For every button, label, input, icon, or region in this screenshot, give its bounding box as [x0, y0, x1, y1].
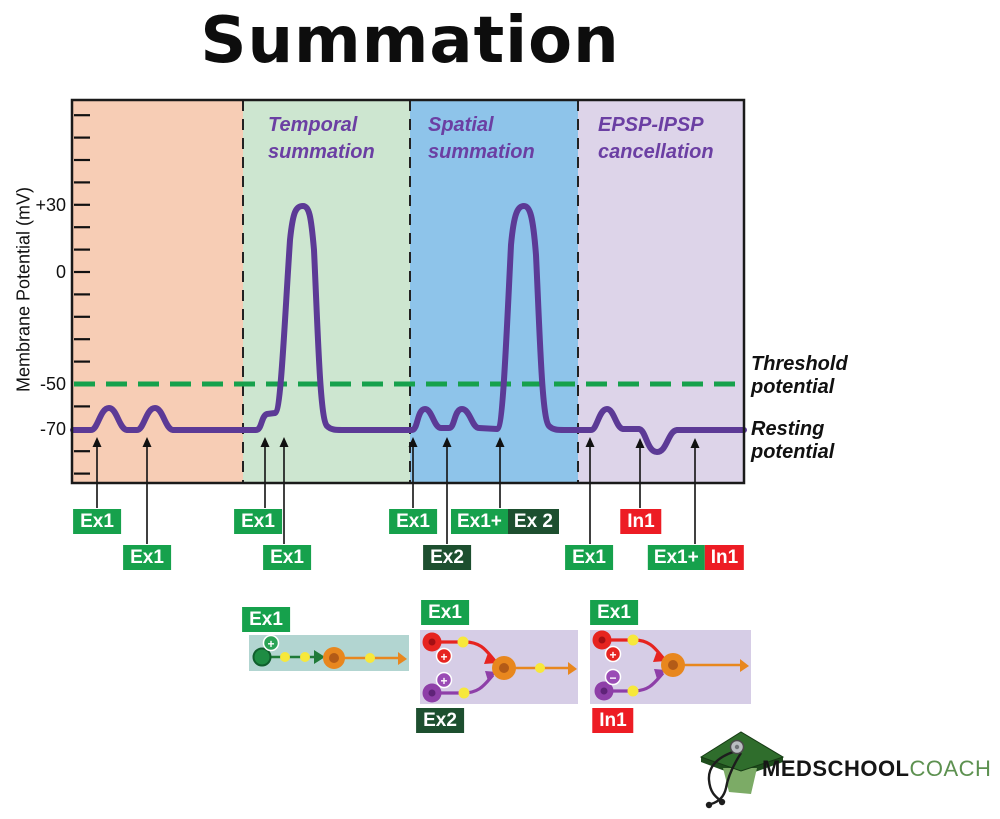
- plus-sign-icon: [435, 671, 453, 689]
- stimulus-badge: Ex2: [423, 545, 471, 570]
- neuron-panel-ex1: +: [249, 634, 409, 671]
- synapse-terminal: [314, 650, 325, 664]
- tick-label-minus70: -70: [39, 419, 66, 439]
- stimulus-badge: In1: [620, 509, 662, 534]
- neuron-panel-ex1-ex2: + +: [420, 630, 578, 704]
- resting-potential-label: Resting potential: [751, 418, 835, 463]
- page-title: Summation: [200, 4, 620, 78]
- stimulus-arrowhead: [495, 437, 505, 447]
- stimulus-badge: Ex1: [234, 509, 282, 534]
- medschoolcoach-logo-icon: [699, 731, 785, 809]
- axon-terminal: [740, 659, 749, 672]
- panel2-label-ex1: Ex1: [421, 600, 469, 625]
- medschoolcoach-wordmark: MEDSCHOOLCOACH: [762, 756, 992, 781]
- stimulus-arrowhead: [635, 438, 645, 448]
- stimulus-arrowhead: [442, 437, 452, 447]
- panel2-label-ex2: Ex2: [416, 708, 464, 733]
- svg-text:+: +: [609, 648, 616, 662]
- region-label-temporal: Temporal summation: [268, 114, 375, 163]
- chart-border: [70, 98, 746, 485]
- stimulus-arrowhead: [92, 437, 102, 447]
- svg-text:−: −: [609, 671, 616, 685]
- stimulus-badge-combined: Ex1+Ex 2: [451, 509, 559, 534]
- stimulus-arrowhead: [260, 437, 270, 447]
- plus-sign-icon: [604, 645, 622, 663]
- presynaptic-neuron-green: [252, 647, 272, 667]
- svg-text:+: +: [440, 650, 447, 664]
- svg-text:+: +: [267, 637, 274, 651]
- region-bg-cancellation: [578, 100, 744, 483]
- threshold-potential-label: Threshold potential: [751, 353, 848, 398]
- stimulus-arrowhead: [585, 437, 595, 447]
- stimulus-arrowhead: [142, 437, 152, 447]
- region-bg-spatial: [410, 100, 578, 483]
- panel3-label-ex1: Ex1: [590, 600, 638, 625]
- axon-terminal: [568, 662, 577, 675]
- membrane-trace: [70, 203, 747, 455]
- stimulus-badge: Ex1: [263, 545, 311, 570]
- tick-label-minus50: -50: [39, 374, 66, 394]
- region-separators: [242, 100, 579, 483]
- svg-text:+: +: [440, 674, 447, 688]
- panel3-label-in1: In1: [592, 708, 634, 733]
- neuron-panel-ex1-in1: + −: [590, 630, 751, 704]
- tick-label-plus30: +30: [35, 195, 66, 215]
- stethoscope-icon: [707, 750, 734, 802]
- stimulus-arrowhead: [408, 437, 418, 447]
- stimulus-badge: Ex1: [123, 545, 171, 570]
- minus-sign-icon: [604, 668, 622, 686]
- plus-sign-icon: [435, 647, 453, 665]
- stimulus-arrows: [92, 437, 700, 544]
- panel1-label-ex1: Ex1: [242, 607, 290, 632]
- stimulus-badge-combined: Ex1+In1: [647, 545, 745, 570]
- stimulus-badge: Ex1: [73, 509, 121, 534]
- stimulus-arrowhead: [279, 437, 289, 447]
- tick-label-0: 0: [55, 262, 66, 282]
- region-label-cancellation: EPSP-IPSP cancellation: [598, 114, 714, 163]
- axon-terminal: [398, 652, 407, 665]
- region-label-spatial: Spatial summation: [428, 114, 535, 163]
- stimulus-badge: Ex1: [565, 545, 613, 570]
- stimulus-badge: Ex1: [389, 509, 437, 534]
- stimulus-arrowhead: [690, 438, 700, 448]
- plus-sign-icon: [262, 634, 280, 652]
